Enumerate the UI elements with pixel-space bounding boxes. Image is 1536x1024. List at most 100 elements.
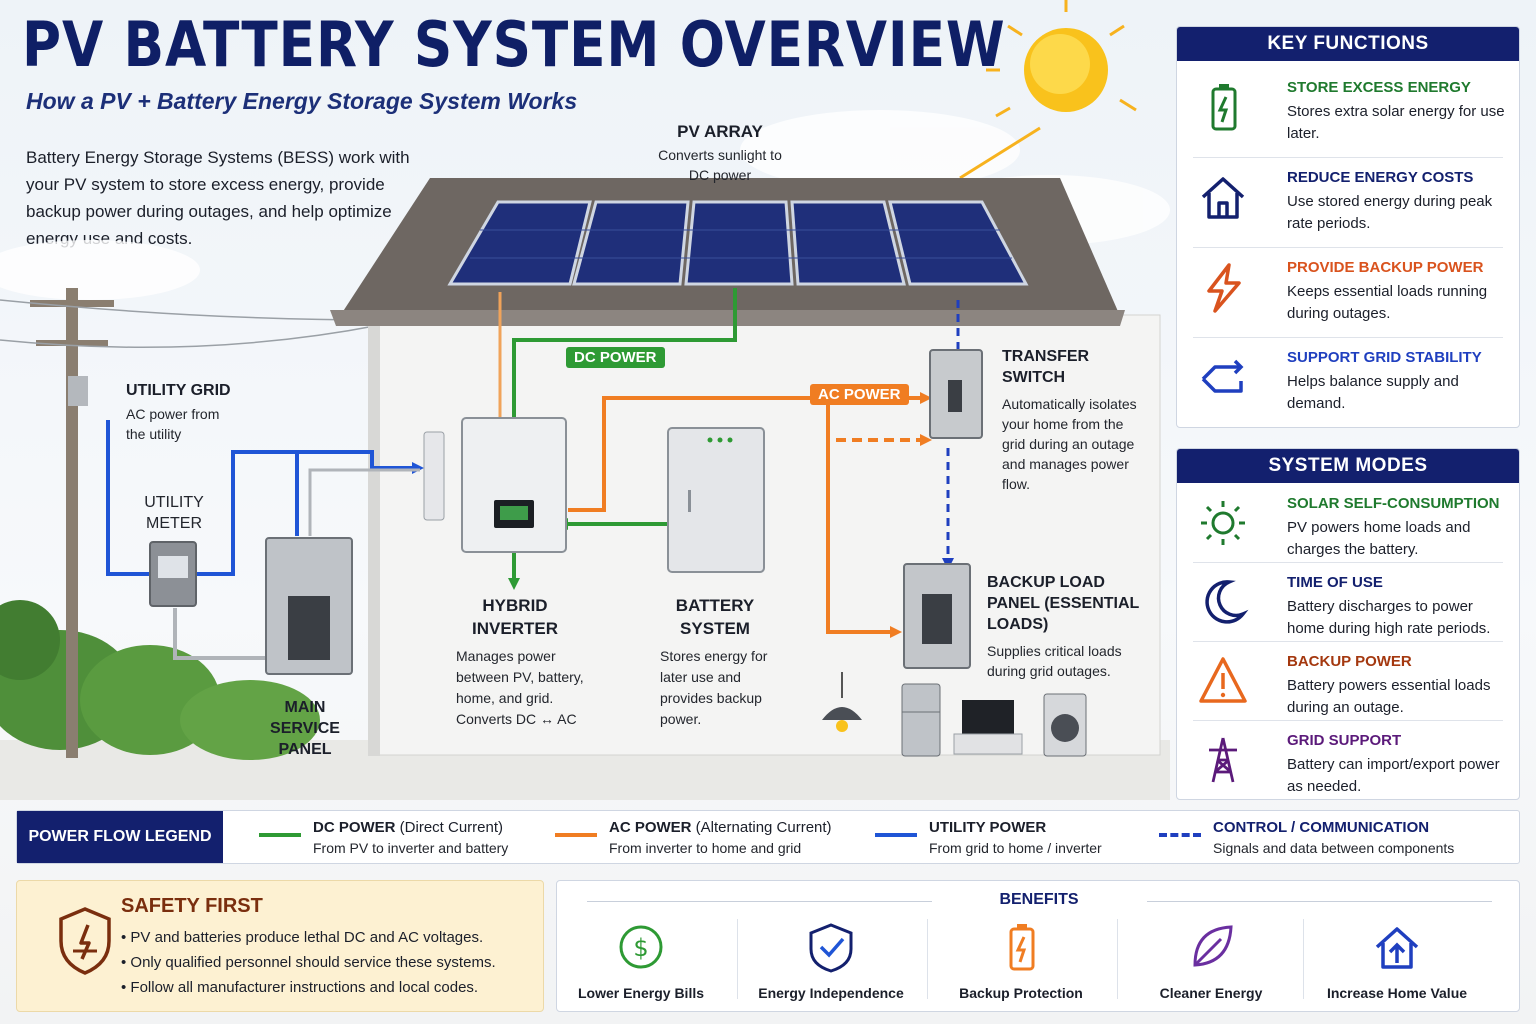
system-mode-item-icon <box>1195 732 1251 788</box>
benefits-rule-right <box>1147 901 1492 902</box>
system-mode-item-icon <box>1195 495 1251 551</box>
system-mode-separator <box>1193 562 1503 563</box>
legend-desc: Signals and data between components <box>1213 840 1455 856</box>
legend-swatch <box>555 833 597 837</box>
legend-desc: From inverter to home and grid <box>609 840 802 856</box>
safety-title: SAFETY FIRST <box>121 895 263 917</box>
pv-array-label: PV ARRAY Converts sunlight to DC power <box>658 122 782 183</box>
backup-panel-illustration <box>903 563 971 669</box>
key-function-separator <box>1193 157 1503 158</box>
inverter-illustration <box>461 417 567 553</box>
transfer-switch-label: TRANSFER SWITCH Automatically isolates y… <box>1002 348 1137 492</box>
key-function-item-desc: Stores extra solar energy for use later. <box>1287 103 1505 142</box>
legend-swatch <box>1159 833 1201 837</box>
ac-power-tag: AC POWER <box>810 384 909 405</box>
legend-label: UTILITY POWER <box>929 819 1046 836</box>
key-function-item-icon <box>1195 349 1251 405</box>
ac-wires <box>568 396 920 634</box>
system-mode-item-desc: Battery discharges to power home during … <box>1287 598 1491 637</box>
grid-arrows-icon <box>1201 359 1244 393</box>
key-function-item-desc: Use stored energy during peak rate perio… <box>1287 193 1493 232</box>
battery-icon <box>1211 84 1237 131</box>
utility-meter-label: UTILITY METER <box>144 494 204 532</box>
shield-warning-icon <box>59 907 111 975</box>
main-panel-illustration <box>265 537 353 675</box>
appliances <box>822 672 1087 757</box>
legend-name: AC POWER <box>609 819 692 836</box>
system-modes-panel: SYSTEM MODES SOLAR SELF-CONSUMPTION PV p… <box>1176 448 1520 800</box>
legend-name: UTILITY POWER <box>929 819 1047 836</box>
battery-icon <box>1009 924 1035 971</box>
svg-text:$: $ <box>633 934 648 962</box>
legend-name: DC POWER <box>313 819 396 836</box>
legend-label: DC POWER (Direct Current) <box>313 819 503 836</box>
system-mode-separator <box>1193 641 1503 642</box>
legend-desc: From grid to home / inverter <box>929 840 1102 856</box>
shield-check-icon <box>809 923 853 973</box>
legend-label: CONTROL / COMMUNICATION <box>1213 819 1429 836</box>
transfer-switch-illustration <box>929 349 983 439</box>
benefit-item: Energy Independence <box>741 919 921 1001</box>
solar-panel-array <box>447 200 1029 286</box>
power-flow-legend: POWER FLOW LEGEND DC POWER (Direct Curre… <box>16 810 1520 864</box>
benefit-label: Lower Energy Bills <box>577 985 705 1001</box>
key-function-item-title: REDUCE ENERGY COSTS <box>1287 169 1474 186</box>
legend-swatch <box>259 833 301 837</box>
benefit-icon <box>1183 919 1239 975</box>
safety-item: Follow all manufacturer instructions and… <box>121 975 496 1000</box>
page-subtitle: How a PV + Battery Energy Storage System… <box>26 88 578 114</box>
main-service-panel-label: MAIN SERVICE PANEL <box>270 699 340 758</box>
key-function-item-icon <box>1195 79 1251 135</box>
home-icon <box>1201 177 1245 219</box>
benefit-label: Cleaner Energy <box>1159 985 1263 1001</box>
key-function-item-desc: Helps balance supply and demand. <box>1287 373 1459 412</box>
system-mode-item-title: TIME OF USE <box>1287 574 1383 591</box>
key-function-item-desc: Keeps essential loads running during out… <box>1287 283 1488 322</box>
home-up-icon <box>1375 927 1419 969</box>
dc-power-tag: DC POWER <box>566 347 665 368</box>
key-function-item-title: SUPPORT GRID STABILITY <box>1287 349 1482 366</box>
key-functions-title: KEY FUNCTIONS <box>1177 27 1519 61</box>
benefit-icon: $ <box>613 919 669 975</box>
sun-icon <box>1201 501 1245 545</box>
benefit-item: Increase Home Value <box>1307 919 1487 1001</box>
leaf-icon <box>1193 925 1233 967</box>
system-mode-item-icon <box>1195 653 1251 709</box>
benefit-item: Cleaner Energy <box>1121 919 1301 1001</box>
legend-name: CONTROL / COMMUNICATION <box>1213 819 1430 836</box>
utility-meter-illustration <box>149 541 197 607</box>
system-mode-item-title: SOLAR SELF-CONSUMPTION <box>1287 495 1500 512</box>
backup-load-panel-label: BACKUP LOAD PANEL (ESSENTIAL LOADS) Supp… <box>987 574 1140 679</box>
battery-system-label: BATTERY SYSTEM Stores energy for later u… <box>660 596 768 727</box>
legend-extra: (Direct Current) <box>395 819 504 836</box>
system-mode-separator <box>1193 720 1503 721</box>
system-mode-item-title: GRID SUPPORT <box>1287 732 1402 749</box>
warning-icon <box>1199 657 1247 703</box>
utility-pole <box>0 288 381 758</box>
benefit-label: Backup Protection <box>959 985 1083 1001</box>
lightning-icon <box>1207 263 1241 313</box>
key-function-item-icon <box>1195 169 1251 225</box>
benefit-divider <box>737 919 738 999</box>
benefit-divider <box>1303 919 1304 999</box>
moon-icon <box>1205 580 1249 624</box>
key-function-item-icon <box>1195 259 1251 315</box>
benefits-box: BENEFITS $ Lower Energy Bills Energy Ind… <box>556 880 1520 1012</box>
safety-box: SAFETY FIRST PV and batteries produce le… <box>16 880 544 1012</box>
system-modes-title: SYSTEM MODES <box>1177 449 1519 483</box>
legend-desc: From PV to inverter and battery <box>313 840 509 856</box>
control-lines <box>946 300 960 560</box>
battery-illustration <box>667 427 765 573</box>
key-functions-panel: KEY FUNCTIONS STORE EXCESS ENERGY Stores… <box>1176 26 1520 428</box>
system-diagram <box>0 0 1170 800</box>
safety-list: PV and batteries produce lethal DC and A… <box>121 925 496 1000</box>
system-mode-item-desc: Battery can import/export power as neede… <box>1287 756 1500 795</box>
benefit-label: Increase Home Value <box>1326 985 1468 1001</box>
safety-item: Only qualified personnel should service … <box>121 950 495 975</box>
legend-extra: (Alternating Current) <box>691 819 832 836</box>
page-title: PV BATTERY SYSTEM OVERVIEW <box>22 8 1006 81</box>
legend-title: POWER FLOW LEGEND <box>17 811 223 863</box>
benefits-rule-left <box>587 901 932 902</box>
benefits-title: BENEFITS <box>999 891 1079 908</box>
dollar-icon: $ <box>619 925 663 969</box>
